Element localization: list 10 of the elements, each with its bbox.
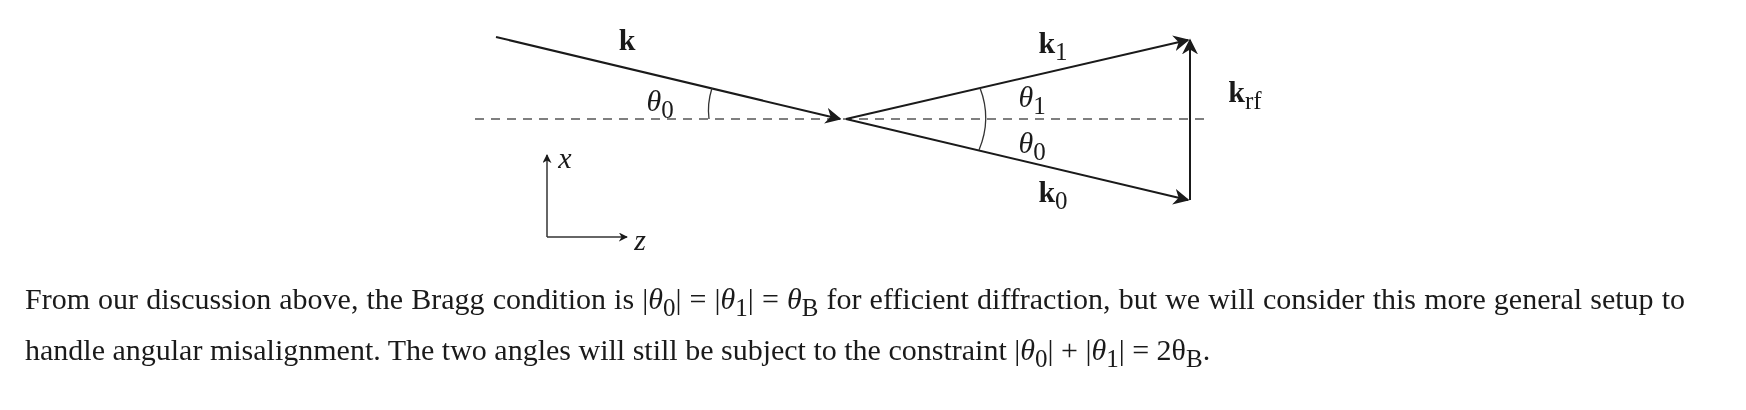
vector-label: k$_{1}$ (1038, 28, 1068, 64)
vector-label: k$_{0}$ (1038, 177, 1068, 213)
angle-label: θ$_{1}$ (1018, 82, 1046, 118)
angle-label: θ$_{0}$ (1018, 128, 1046, 164)
vector-label: k (618, 25, 636, 55)
vector-label: k$_{rf}$ (1228, 77, 1262, 113)
paragraph: From our discussion above, the Bragg condition is |θ$_{0}$| = |θ$_{1}$| = θ$_{B}$ for efficient diffraction, but we will consider this more general setup to handle angular misalignment. The two angles will still be subject to the constraint |θ$_{0}$| + |θ$_{1}$| = 2θ$_{B}$. (25, 281, 1685, 374)
axis-label: z (634, 225, 646, 255)
angle-label: θ$_{0}$ (646, 86, 674, 122)
axis-label: x (558, 143, 572, 173)
